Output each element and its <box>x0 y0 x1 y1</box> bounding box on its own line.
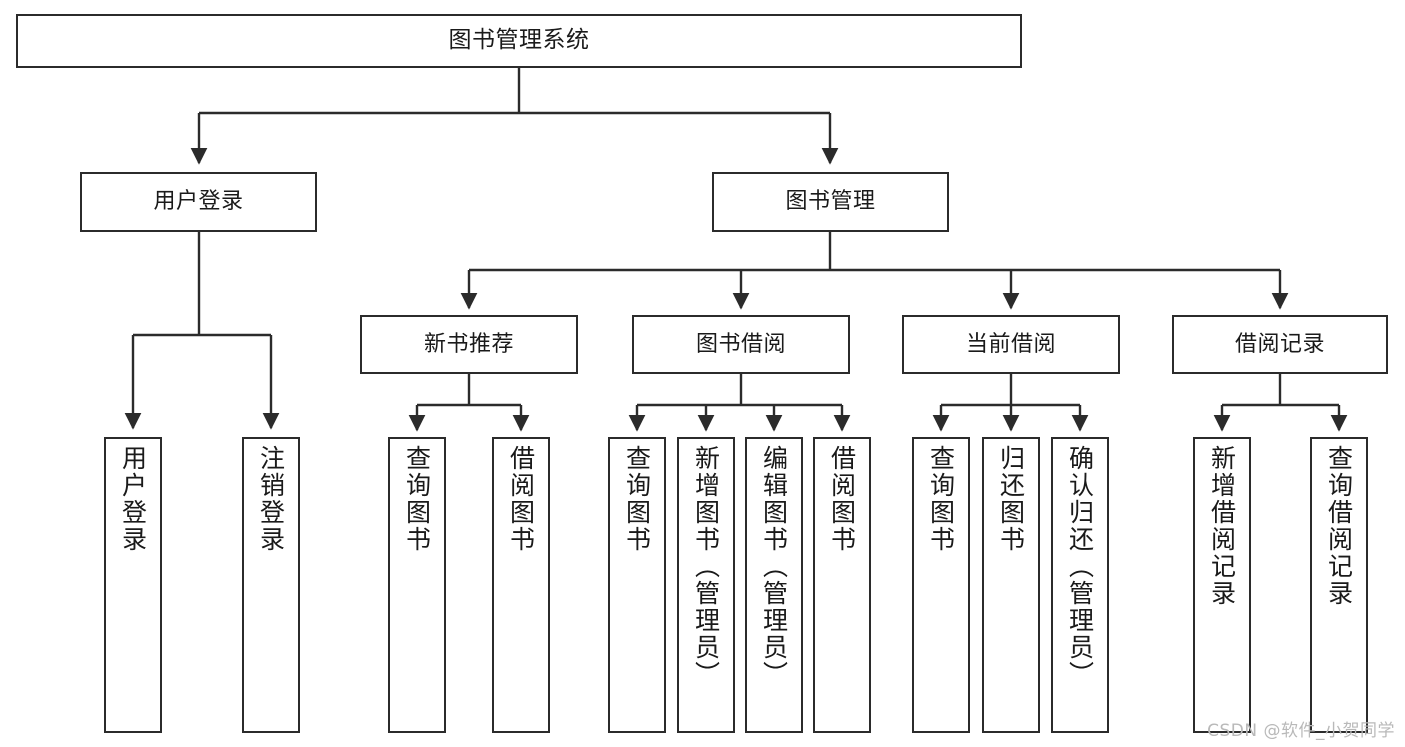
node-label: 确认归还（管理员） <box>1065 445 1095 688</box>
watermark-text: CSDN @软件_小贺同学 <box>1207 721 1395 741</box>
leaf-current-borrow-return[interactable]: 归还图书 <box>982 437 1040 733</box>
node-label: 借阅记录 <box>1234 331 1325 357</box>
node-label: 查询图书 <box>402 445 432 553</box>
leaf-book-borrow-query[interactable]: 查询图书 <box>608 437 666 733</box>
node-label: 查询图书 <box>926 445 956 553</box>
node-label: 编辑图书（管理员） <box>759 445 789 688</box>
node-label: 图书管理系统 <box>448 27 590 54</box>
node-label: 图书借阅 <box>695 331 786 357</box>
node-label: 新增借阅记录 <box>1207 445 1237 607</box>
node-book-borrow[interactable]: 图书借阅 <box>632 315 850 374</box>
node-label: 新增图书（管理员） <box>691 445 721 688</box>
leaf-borrow-record-query[interactable]: 查询借阅记录 <box>1310 437 1368 733</box>
node-label: 查询图书 <box>622 445 652 553</box>
node-new-book-recommend[interactable]: 新书推荐 <box>360 315 578 374</box>
node-label: 用户登录 <box>118 445 148 553</box>
leaf-new-book-borrow[interactable]: 借阅图书 <box>492 437 550 733</box>
leaf-book-borrow-borrow[interactable]: 借阅图书 <box>813 437 871 733</box>
node-label: 图书管理 <box>785 189 876 215</box>
node-label: 新书推荐 <box>423 331 514 357</box>
node-current-borrow[interactable]: 当前借阅 <box>902 315 1120 374</box>
leaf-current-borrow-query[interactable]: 查询图书 <box>912 437 970 733</box>
leaf-current-borrow-confirm-return[interactable]: 确认归还（管理员） <box>1051 437 1109 733</box>
node-label: 注销登录 <box>256 445 286 553</box>
node-book-management[interactable]: 图书管理 <box>712 172 949 232</box>
leaf-borrow-record-add[interactable]: 新增借阅记录 <box>1193 437 1251 733</box>
leaf-book-borrow-add[interactable]: 新增图书（管理员） <box>677 437 735 733</box>
node-root-system[interactable]: 图书管理系统 <box>16 14 1022 68</box>
leaf-new-book-query[interactable]: 查询图书 <box>388 437 446 733</box>
leaf-user-login-signout[interactable]: 注销登录 <box>242 437 300 733</box>
leaf-user-login-signin[interactable]: 用户登录 <box>104 437 162 733</box>
node-label: 当前借阅 <box>965 331 1056 357</box>
node-label: 借阅图书 <box>827 445 857 553</box>
node-label: 用户登录 <box>153 189 244 215</box>
leaf-book-borrow-edit[interactable]: 编辑图书（管理员） <box>745 437 803 733</box>
node-label: 借阅图书 <box>506 445 536 553</box>
node-label: 查询借阅记录 <box>1324 445 1354 607</box>
node-user-login[interactable]: 用户登录 <box>80 172 317 232</box>
node-label: 归还图书 <box>996 445 1026 553</box>
node-borrow-record[interactable]: 借阅记录 <box>1172 315 1388 374</box>
